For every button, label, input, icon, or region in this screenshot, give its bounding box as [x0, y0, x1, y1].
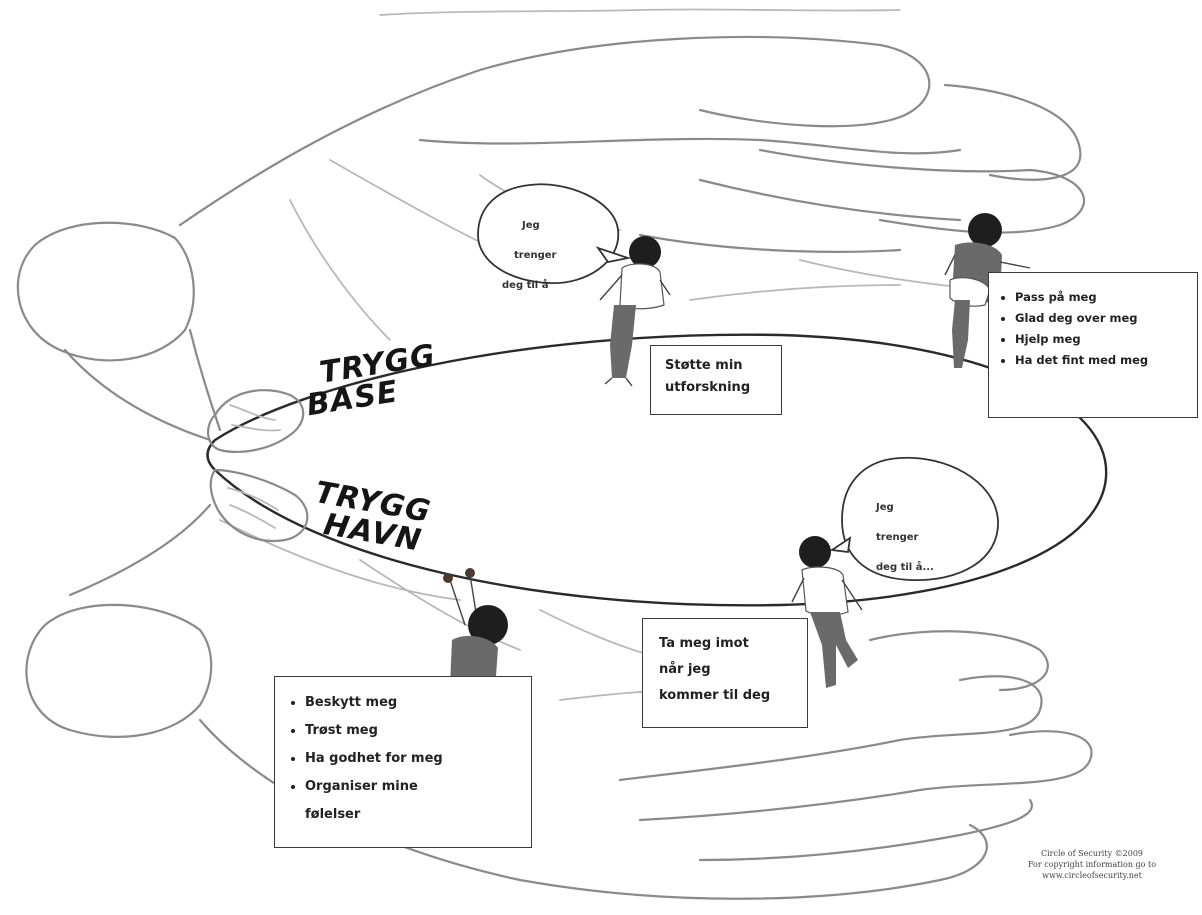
- speech-bubble-top-text: Jeg trenger deg til å: [502, 203, 592, 308]
- bubble-top-line1: Jeg: [522, 220, 540, 231]
- welcome-line3: kommer til deg: [659, 688, 771, 703]
- list-item: Pass på meg: [1015, 287, 1191, 308]
- welcome-line1: Ta meg imot: [659, 636, 749, 651]
- list-item: Ha det fint med meg: [1015, 350, 1191, 371]
- top-right-needs-list: Pass på meg Glad deg over meg Hjelp meg …: [993, 287, 1191, 371]
- list-item: Glad deg over meg: [1015, 308, 1191, 329]
- bubble-bottom-line1: Jeg: [876, 502, 894, 513]
- bottom-left-needs-box: Beskytt meg Trøst meg Ha godhet for meg …: [274, 676, 532, 848]
- bubble-top-line3: deg til å: [502, 280, 549, 291]
- list-item: Hjelp meg: [1015, 329, 1191, 350]
- list-item: Ha godhet for meg: [305, 745, 523, 773]
- copyright-notice: Circle of Security ©2009 For copyright i…: [992, 848, 1192, 881]
- bottom-left-needs-list: Beskytt meg Trøst meg Ha godhet for meg …: [283, 689, 523, 801]
- speech-bubble-bottom: [829, 456, 999, 581]
- list-item: Trøst meg: [305, 717, 523, 745]
- bubble-bottom-line2: trenger: [876, 532, 919, 543]
- copyright-line1: Circle of Security ©2009: [1040, 849, 1143, 858]
- bubble-top-line2: trenger: [514, 250, 557, 261]
- support-exploration-box: Støtte min utforskning: [650, 345, 782, 415]
- bubble-bottom-line3: deg til å...: [876, 562, 934, 573]
- top-right-needs-box: Pass på meg Glad deg over meg Hjelp meg …: [988, 272, 1198, 418]
- child-walking-top: [599, 236, 671, 387]
- child-top-right: [944, 213, 1031, 368]
- list-item: Organiser mine: [305, 773, 523, 801]
- copyright-line2: For copyright information go to: [1027, 860, 1157, 869]
- copyright-line3: www.circleofsecurity.net: [1042, 871, 1142, 880]
- support-exploration-line2: utforskning: [665, 380, 751, 395]
- child-running-bottom: [791, 536, 863, 688]
- holding-hands-sketch: [207, 389, 309, 543]
- speech-bubble-top: [477, 183, 632, 284]
- welcome-line2: når jeg: [659, 662, 711, 677]
- upper-hand-sketch: [16, 35, 1086, 442]
- circle-path: [206, 333, 1108, 607]
- list-item-continuation: følelser: [305, 807, 361, 822]
- speech-bubble-bottom-text: Jeg trenger deg til å...: [876, 485, 976, 590]
- welcome-box: Ta meg imot når jeg kommer til deg: [642, 618, 808, 728]
- list-item: Beskytt meg: [305, 689, 523, 717]
- support-exploration-line1: Støtte min: [665, 358, 743, 373]
